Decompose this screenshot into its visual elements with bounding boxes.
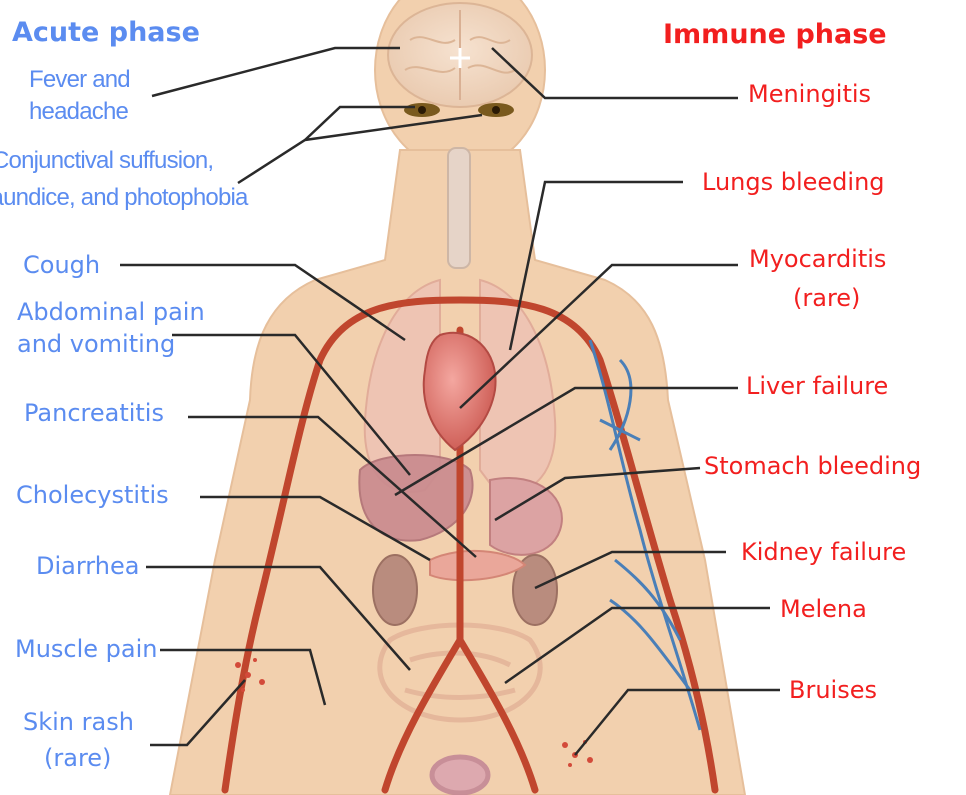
- label-skin-rash-line1: Skin rash: [23, 706, 134, 738]
- brain: [388, 3, 532, 107]
- label-abdominal-line2: and vomiting: [17, 328, 175, 360]
- label-fever-line2: headache: [29, 96, 128, 128]
- label-stomach-bleeding: Stomach bleeding: [704, 450, 921, 482]
- label-fever-line1: Fever and: [29, 64, 130, 96]
- label-conjunctival-line2: jaundice, and photophobia: [0, 182, 248, 214]
- label-liver-failure: Liver failure: [746, 370, 888, 402]
- label-cough: Cough: [23, 249, 100, 281]
- label-skin-rash-line2: (rare): [44, 742, 111, 774]
- label-abdominal-line1: Abdominal pain: [17, 296, 205, 328]
- label-lungs-bleeding: Lungs bleeding: [702, 166, 885, 198]
- label-myocarditis-line1: Myocarditis: [749, 243, 886, 275]
- label-pancreatitis: Pancreatitis: [24, 397, 164, 429]
- label-melena: Melena: [780, 593, 867, 625]
- label-conjunctival-line1: Conjunctival suffusion,: [0, 145, 213, 177]
- trachea: [448, 148, 470, 268]
- label-diarrhea: Diarrhea: [36, 550, 139, 582]
- label-myocarditis-line2: (rare): [793, 282, 860, 314]
- acute-phase-title: Acute phase: [12, 17, 200, 49]
- label-muscle-pain: Muscle pain: [15, 633, 158, 665]
- label-bruises: Bruises: [789, 674, 877, 706]
- immune-phase-title: Immune phase: [663, 19, 887, 51]
- label-cholecystitis: Cholecystitis: [16, 479, 169, 511]
- label-meningitis: Meningitis: [748, 78, 871, 110]
- label-kidney-failure: Kidney failure: [741, 536, 906, 568]
